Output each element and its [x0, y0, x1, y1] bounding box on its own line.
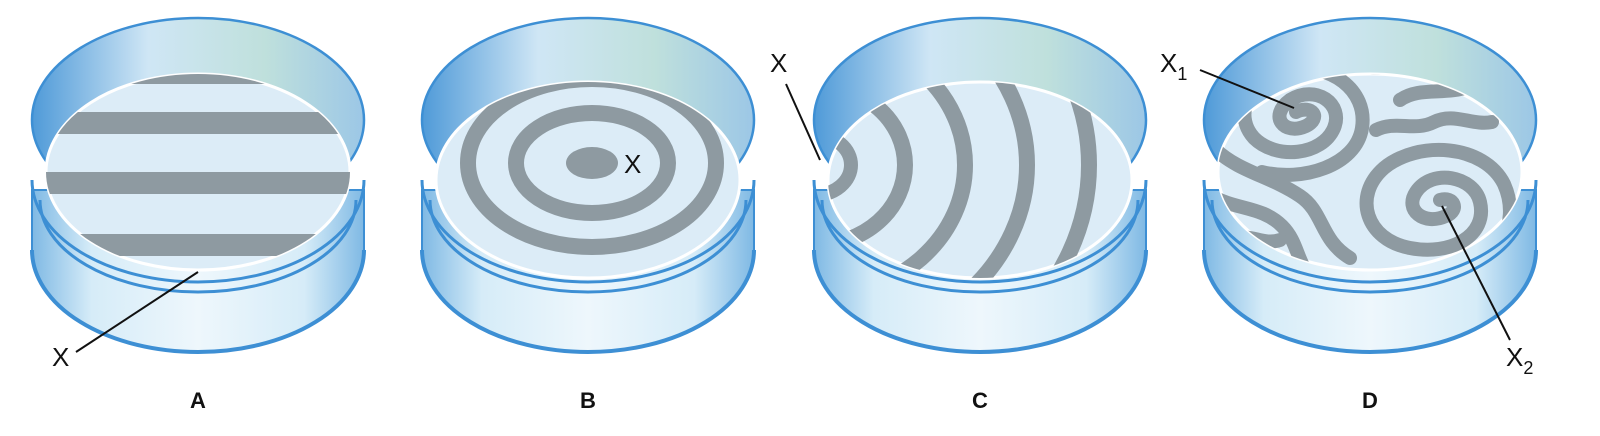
panel-letter-c: C [972, 388, 988, 413]
leader-line-a [75, 271, 199, 353]
wave-pattern-a [46, 74, 350, 256]
label-x2-main: X [1506, 342, 1523, 372]
panel-letter-b: B [580, 388, 596, 413]
label-x-b: X [624, 149, 641, 179]
dish-c [812, 16, 1148, 354]
label-x1-main: X [1160, 48, 1177, 78]
panel-c: X C [770, 16, 1148, 413]
label-x-a: X [52, 342, 69, 372]
label-x2-d: X2 [1506, 342, 1533, 378]
leader-line-d-x1 [1199, 69, 1295, 109]
leader-line-d-x2 [1441, 205, 1511, 341]
label-x1-d: X1 [1160, 48, 1187, 84]
label-x1-sub: 1 [1177, 64, 1187, 84]
dish-b [420, 16, 756, 354]
label-x-c: X [770, 48, 787, 78]
panel-letter-a: A [190, 388, 206, 413]
wave-pattern-b [460, 82, 724, 255]
dish-a [30, 16, 366, 354]
panel-a: X A [30, 16, 366, 413]
panel-b: X B [420, 16, 756, 413]
label-x2-sub: 2 [1523, 358, 1533, 378]
panel-d: X1 X2 D [1160, 16, 1538, 413]
wave-pattern-c [828, 82, 1097, 278]
panel-letter-d: D [1362, 388, 1378, 413]
dish-d [1202, 16, 1538, 354]
leader-line-c [785, 83, 821, 161]
